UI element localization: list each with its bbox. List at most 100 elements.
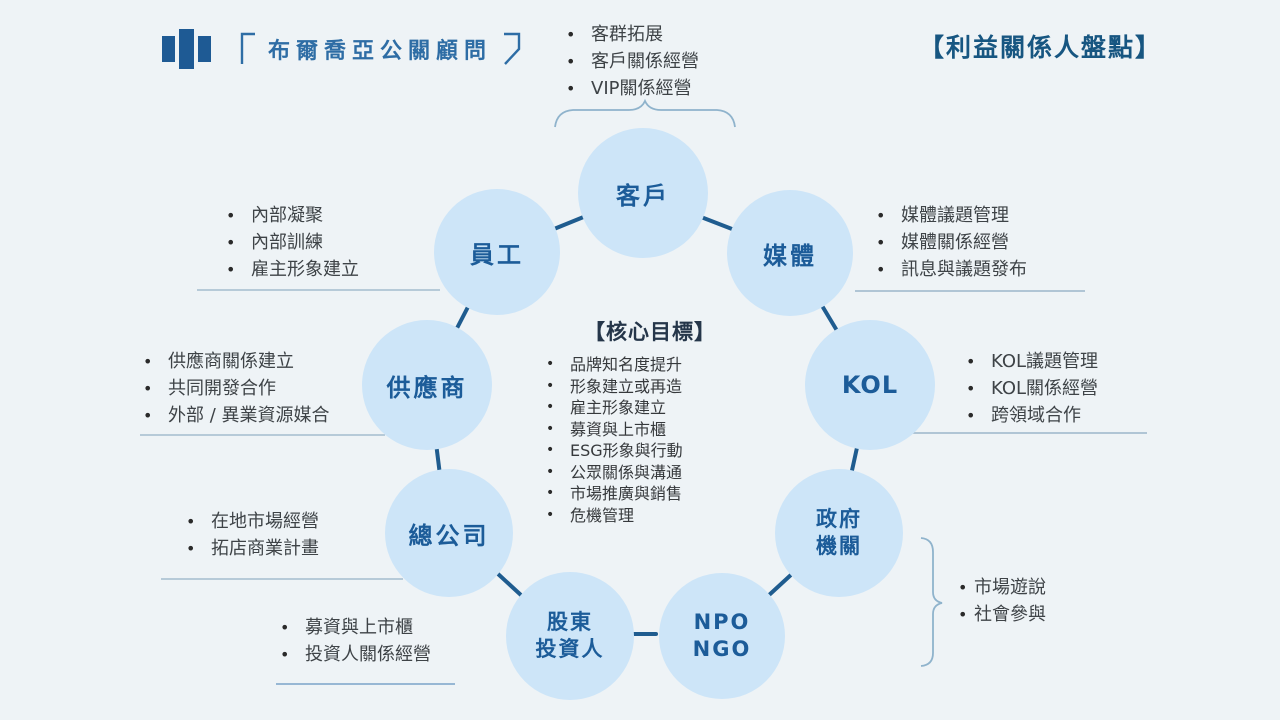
list-item: 媒體關係經營: [868, 229, 1027, 256]
circle-label: 供應商: [386, 373, 468, 402]
list-item: KOL關係經營: [958, 375, 1098, 402]
list-item: 客群拓展: [558, 21, 699, 48]
list-item: 募資與上市櫃: [272, 614, 431, 641]
circle-label: 員工: [470, 240, 524, 269]
hq-items-list: 在地市場經營 拓店商業計畫: [178, 508, 319, 562]
list-item: 危機管理: [540, 505, 760, 527]
logo-text: 布爾喬亞公關顧問: [268, 38, 493, 64]
circle-label: KOL: [841, 371, 899, 399]
media-items-list: 媒體議題管理 媒體關係經營 訊息與議題發布: [868, 202, 1027, 283]
stakeholder-circle-hq: 總公司: [385, 469, 513, 597]
circle-label-line1: 政府: [816, 506, 862, 531]
employee-items-list: 內部凝聚 內部訓練 雇主形象建立: [218, 202, 359, 283]
list-item-text: 雇主形象建立: [251, 259, 359, 280]
list-item-text: 內部訓練: [251, 232, 323, 253]
core-goal-panel: 【核心目標】 品牌知名度提升 形象建立或再造 雇主形象建立 募資與上市櫃 ESG…: [540, 316, 760, 526]
list-item: 供應商關係建立: [135, 348, 330, 375]
list-item-text: 募資與上市櫃: [570, 419, 667, 439]
list-item-text: 拓店商業計畫: [211, 538, 319, 559]
list-item: 社會參與: [950, 601, 1046, 628]
list-item-text: 在地市場經營: [211, 511, 319, 532]
government-side-brace: [920, 537, 943, 667]
logo-bracket-right-icon: [504, 32, 521, 65]
stakeholder-circle-kol: KOL: [805, 320, 935, 450]
list-item-text: VIP關係經營: [591, 78, 692, 99]
supplier-items-list: 供應商關係建立 共同開發合作 外部 / 異業資源媒合: [135, 348, 330, 429]
list-item-text: KOL關係經營: [991, 378, 1099, 399]
connector-employee-customer: [552, 214, 588, 231]
logo: 布爾喬亞公關顧問: [160, 26, 522, 72]
list-item-text: 客群拓展: [591, 24, 663, 45]
list-item: 雇主形象建立: [540, 397, 760, 419]
circle-label: 媒體: [763, 241, 817, 270]
list-item-text: 投資人關係經營: [305, 644, 431, 665]
list-item-text: ESG形象與行動: [570, 441, 683, 460]
list-item-text: 市場遊說: [974, 577, 1046, 598]
stakeholder-circle-employee: 員工: [434, 189, 560, 315]
list-item: 在地市場經營: [178, 508, 319, 535]
circle-label-line1: NPO: [693, 609, 751, 634]
logo-bracket-left-icon: [240, 32, 255, 64]
list-item-text: 品牌知名度提升: [570, 355, 683, 374]
logo-bars-icon: [162, 29, 211, 69]
list-item-text: 募資與上市櫃: [305, 617, 413, 638]
list-item: 共同開發合作: [135, 375, 330, 402]
list-item: 市場遊說: [950, 574, 1046, 601]
stakeholder-circle-npo: NPO NGO: [659, 573, 785, 699]
list-item-text: 危機管理: [570, 505, 635, 525]
list-item: 客戶關係經營: [558, 48, 699, 75]
list-item: 市場推廣與銷售: [540, 483, 760, 505]
list-item-text: 跨領域合作: [991, 405, 1081, 426]
stakeholder-circle-supplier: 供應商: [362, 320, 492, 450]
list-item: 投資人關係經營: [272, 641, 431, 668]
list-item-text: 訊息與議題發布: [901, 259, 1027, 280]
circle-label-line2: 投資人: [535, 637, 605, 661]
list-item-text: 雇主形象建立: [570, 398, 667, 417]
list-item: 募資與上市櫃: [540, 419, 760, 441]
stakeholder-circle-shareholder: 股東 投資人: [506, 572, 634, 700]
list-item: 跨領域合作: [958, 402, 1098, 429]
list-item: 形象建立或再造: [540, 376, 760, 398]
circle-label: 總公司: [408, 521, 490, 550]
list-item-text: 媒體議題管理: [901, 205, 1009, 226]
stakeholder-circle-customer: 客戶: [578, 128, 708, 258]
page-title: 【利益關係人盤點】: [918, 33, 1162, 62]
list-item: 外部 / 異業資源媒合: [135, 402, 330, 429]
list-item-text: 公眾關係與溝通: [570, 462, 683, 482]
list-item: 媒體議題管理: [868, 202, 1027, 229]
logo-wordmark: 布爾喬亞公關顧問: [240, 32, 522, 66]
list-item: 品牌知名度提升: [540, 354, 760, 376]
list-item-text: 形象建立或再造: [570, 376, 683, 396]
connector-customer-media: [699, 215, 734, 231]
core-goal-list: 品牌知名度提升 形象建立或再造 雇主形象建立 募資與上市櫃 ESG形象與行動 公…: [540, 354, 760, 526]
shareholder-items-list: 募資與上市櫃 投資人關係經營: [272, 614, 431, 668]
list-item: ESG形象與行動: [540, 440, 760, 462]
circle-label: 客戶: [616, 181, 670, 210]
connector-government-npo: [766, 571, 795, 598]
list-item: KOL議題管理: [958, 348, 1098, 375]
stakeholder-circle-government: 政府 機關: [775, 469, 903, 597]
list-item-text: 供應商關係建立: [168, 351, 294, 372]
circle-label-line1: 股東: [547, 609, 593, 634]
list-item-text: 外部 / 異業資源媒合: [168, 405, 330, 426]
list-item-text: 內部凝聚: [251, 205, 323, 226]
connector-hq-shareholder: [495, 571, 524, 598]
list-item: VIP關係經營: [558, 75, 699, 102]
list-item: 內部訓練: [218, 229, 359, 256]
kol-items-list: KOL議題管理 KOL關係經營 跨領域合作: [958, 348, 1098, 429]
government-items-list: 市場遊說 社會參與: [950, 574, 1046, 628]
list-item-text: KOL議題管理: [991, 351, 1099, 372]
list-item: 拓店商業計畫: [178, 535, 319, 562]
list-item: 內部凝聚: [218, 202, 359, 229]
circle-label-line2: NGO: [692, 637, 752, 661]
list-item-text: 共同開發合作: [168, 378, 276, 399]
list-item: 公眾關係與溝通: [540, 462, 760, 484]
core-goal-title: 【核心目標】: [584, 319, 716, 344]
customer-top-brace: [554, 98, 736, 128]
list-item: 訊息與議題發布: [868, 256, 1027, 283]
circle-label-line2: 機關: [816, 534, 862, 558]
list-item-text: 客戶關係經營: [591, 51, 699, 72]
customer-items-list: 客群拓展 客戶關係經營 VIP關係經營: [558, 21, 699, 102]
list-item-text: 媒體關係經營: [901, 232, 1009, 253]
